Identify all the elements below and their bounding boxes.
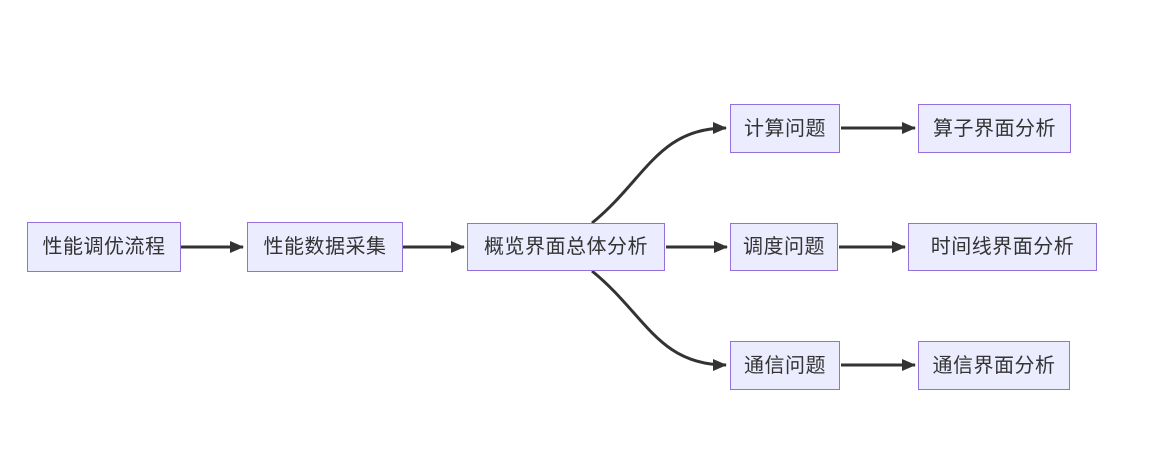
edge-overview-to-compute-issue [591, 122, 727, 225]
node-comm-issue: 通信问题 [730, 341, 840, 390]
node-overview-analysis: 概览界面总体分析 [467, 223, 665, 271]
node-schedule-issue: 调度问题 [730, 223, 838, 271]
node-comm-analysis: 通信界面分析 [918, 341, 1070, 390]
node-data-collection: 性能数据采集 [247, 222, 403, 272]
node-timeline-analysis: 时间线界面分析 [908, 223, 1097, 271]
node-operator-analysis: 算子界面分析 [918, 104, 1071, 153]
node-start: 性能调优流程 [27, 222, 181, 272]
node-compute-issue: 计算问题 [730, 104, 840, 153]
edge-overview-to-comm-issue [591, 269, 727, 371]
